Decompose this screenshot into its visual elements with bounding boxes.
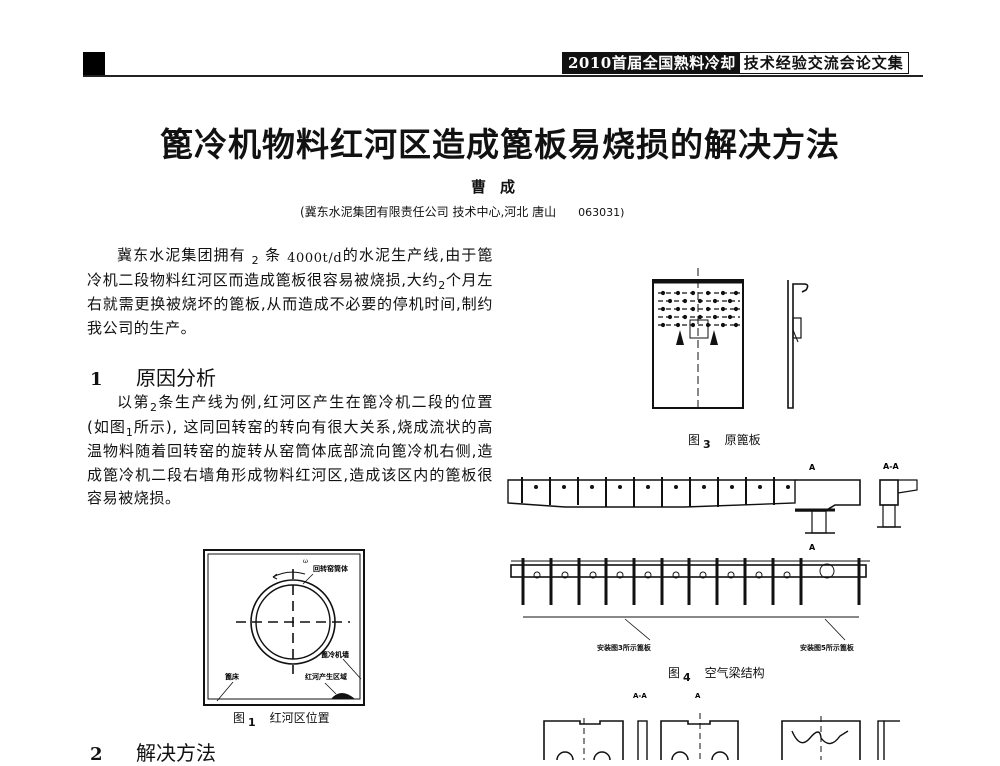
affiliation-zip: 063031) — [578, 206, 625, 219]
svg-text:ω: ω — [303, 558, 308, 565]
svg-text:篦床: 篦床 — [225, 672, 240, 681]
figure-caption-text: 原篦板 — [724, 433, 761, 447]
intro-text: 的水泥生产线,由于篦冷机二段物料红河区而造成篦板很容易被烧损,大约 — [87, 246, 493, 289]
intro-text: 个月左右就需更换被烧坏的篦板,从而造成不必要的停机时间,制约我公司的生产。 — [87, 270, 493, 337]
section-1-paragraph: 以第2条生产线为例,红河区产生在篦冷机二段的位置 (如图1所示), 这同回转窑的… — [87, 391, 493, 511]
section-text: 所示), 这同回转窑的转向有很大关系,烧成流状的高温物料随着回转窑的旋转从窑筒体… — [87, 417, 493, 508]
figure-ref: 1 — [125, 425, 134, 439]
air-beam-structure-drawing: A A A-A — [507, 462, 918, 641]
figure-caption-text: 空气梁结构 — [704, 666, 765, 680]
section-title: 解决方法 — [136, 741, 216, 765]
article-author: 曹成 — [470, 178, 529, 196]
figure-number: 4 — [683, 671, 691, 684]
svg-text:红河产生区域: 红河产生区域 — [305, 672, 347, 681]
banner-dark-text: 2010首届全国熟料冷却 — [562, 52, 740, 74]
section-text: 条生产线为例,红河区产生在篦冷机二段的位置 (如图 — [87, 393, 494, 436]
figure-number: 3 — [703, 438, 711, 451]
header-marker-block — [83, 52, 105, 76]
section-marker-top: A — [809, 463, 816, 472]
section-1-heading: 1 原因分析 — [90, 362, 216, 391]
article-title: 篦冷机物料红河区造成篦板易烧损的解决方法 — [160, 125, 840, 164]
section-number-ref: 2 — [149, 401, 158, 414]
section-marker-bottom: A — [809, 543, 816, 552]
section-view-label: A-A — [883, 462, 900, 471]
intro-capacity: 4000t/d — [287, 251, 343, 266]
affiliation-text: (冀东水泥集团有限责任公司 技术中心,河北 唐山 — [300, 205, 557, 219]
svg-text:A-A: A-A — [633, 692, 647, 700]
section-text: 以第 — [117, 393, 150, 411]
banner-light-text: 技术经验交流会论文集 — [739, 52, 909, 74]
figure-4-diagram: A A A-A — [505, 455, 935, 650]
proceedings-banner: 2010首届全国熟料冷却 技术经验交流会论文集 — [562, 52, 909, 74]
intro-paragraph: 冀东水泥集团拥有 2 条 4000t/d的水泥生产线,由于篦冷机二段物料红河区而… — [87, 244, 493, 340]
figure-4-dim-right-label: 安装图5所示篦板 — [800, 644, 854, 652]
figure-caption-text: 红河区位置 — [269, 711, 330, 725]
figure-3-diagram — [648, 260, 828, 410]
svg-text:篦冷机墙: 篦冷机墙 — [321, 650, 349, 659]
figure-label: 图 — [688, 433, 701, 447]
section-2-heading: 2 解决方法 — [90, 737, 216, 766]
intro-text: 冀东水泥集团拥有 — [117, 246, 246, 264]
section-number: 2 — [90, 744, 103, 765]
header-rule — [83, 75, 923, 77]
kiln-shell-label: 回转窑筒体 — [313, 564, 349, 573]
new-grate-plate-drawing: A-A A — [543, 692, 900, 766]
original-grate-plate-drawing — [652, 268, 809, 410]
section-number: 1 — [90, 369, 103, 390]
section-title: 原因分析 — [136, 366, 216, 390]
figure-4-dim-left-label: 安装图3所示篦板 — [597, 644, 651, 652]
figure-label: 图 — [233, 711, 246, 725]
figure-1-diagram: 回转窑筒体 篦冷机墙 篦床 红河产生区域 ω — [203, 549, 365, 706]
intro-number: 2 — [438, 278, 446, 292]
figure-label: 图 — [668, 666, 681, 680]
svg-text:A: A — [695, 692, 701, 700]
intro-text: 条 — [265, 246, 282, 264]
red-river-position-diagram: 回转窑筒体 篦冷机墙 篦床 红河产生区域 ω — [203, 549, 365, 706]
intro-number: 2 — [251, 254, 260, 267]
figure-5-partial-diagram: A-A A — [520, 688, 940, 766]
article-affiliation: (冀东水泥集团有限责任公司 技术中心,河北 唐山 063031) — [300, 203, 624, 220]
figure-number: 1 — [248, 716, 256, 729]
